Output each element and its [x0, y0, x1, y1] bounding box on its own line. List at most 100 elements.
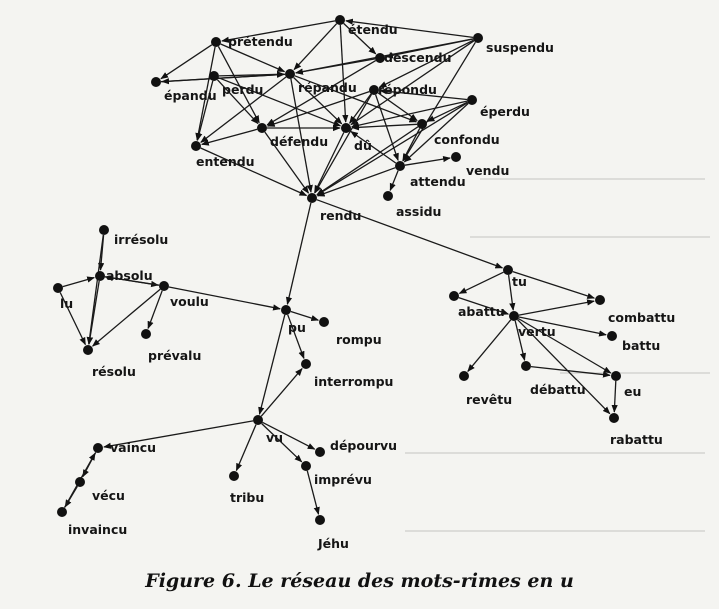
- edge-etendu-repandu: [293, 23, 338, 71]
- node-label-prevalu: prévalu: [148, 348, 201, 363]
- edge-absolu-resolu: [87, 280, 100, 345]
- node-pu: [281, 305, 291, 315]
- edge-perdu-du: [218, 77, 342, 127]
- node-combattu: [595, 295, 605, 305]
- edge-eperdu-attendu: [403, 102, 469, 163]
- node-descendu: [375, 53, 385, 63]
- edge-vertu-revetu: [467, 319, 512, 372]
- node-label-rompu: rompu: [336, 332, 382, 347]
- background-text-shadow: [470, 236, 710, 238]
- edge-vertu-combattu: [518, 299, 595, 316]
- node-prevalu: [141, 329, 151, 339]
- edge-eperdu-rendu: [316, 102, 469, 196]
- edge-vertu-battu: [518, 316, 607, 337]
- edge-repandu-epandu: [161, 73, 286, 85]
- node-label-battu: battu: [622, 338, 660, 353]
- edge-repandu-du: [293, 77, 343, 125]
- node-label-combattu: combattu: [608, 310, 675, 325]
- node-label-abattu: abattu: [458, 304, 505, 319]
- node-suspendu: [473, 33, 483, 43]
- node-label-descendu: descendu: [384, 50, 452, 65]
- node-label-imprevu: imprévu: [314, 472, 372, 487]
- background-text-shadow: [405, 530, 705, 532]
- node-label-epandu: épandu: [164, 88, 217, 103]
- edge-perdu-repandu: [218, 71, 285, 78]
- node-vecu: [75, 477, 85, 487]
- edge-perdu-defendu: [216, 79, 259, 125]
- node-imprevu: [301, 461, 311, 471]
- node-label-revetu: revêtu: [466, 392, 512, 407]
- edge-defendu-entendu: [201, 128, 258, 146]
- node-du: [341, 123, 351, 133]
- node-invaincu: [57, 507, 67, 517]
- edge-suspendu-du: [350, 40, 475, 126]
- node-label-resolu: résolu: [92, 364, 136, 379]
- edge-vertu-debattu: [514, 320, 527, 361]
- node-debattu: [521, 361, 531, 371]
- edge-suspendu-etendu: [345, 18, 474, 39]
- node-label-voulu: voulu: [170, 294, 209, 309]
- edge-repandu-rendu: [290, 78, 313, 193]
- node-label-attendu: attendu: [410, 174, 466, 189]
- edge-pretendu-entendu: [195, 46, 216, 141]
- node-label-depourvu: dépourvu: [330, 438, 397, 453]
- node-label-eu: eu: [624, 384, 641, 399]
- edge-attendu-rendu: [316, 167, 396, 197]
- edge-eu-rabattu: [611, 380, 618, 413]
- node-label-du: dû: [354, 138, 372, 153]
- node-vu: [253, 415, 263, 425]
- node-label-interrompu: interrompu: [314, 374, 393, 389]
- edge-etendu-du: [339, 24, 349, 123]
- node-rabattu: [609, 413, 619, 423]
- edge-voulu-prevalu: [147, 290, 163, 330]
- node-interrompu: [301, 359, 311, 369]
- edge-vertu-rabattu: [517, 319, 611, 415]
- node-label-pu: pu: [288, 320, 306, 335]
- node-assidu: [383, 191, 393, 201]
- edge-confondu-rendu: [316, 126, 419, 196]
- node-repondu: [369, 85, 379, 95]
- background-text-shadow: [560, 372, 710, 374]
- edge-rendu-tu: [316, 199, 504, 269]
- edge-repondu-confondu: [377, 92, 418, 122]
- node-battu: [607, 331, 617, 341]
- node-defendu: [257, 123, 267, 133]
- node-label-etendu: étendu: [348, 22, 398, 37]
- edge-rendu-pu: [285, 202, 312, 305]
- node-confondu: [417, 119, 427, 129]
- node-label-debattu: débattu: [530, 382, 586, 397]
- edge-irresolu-resolu: [86, 234, 104, 345]
- node-label-vecu: vécu: [92, 488, 125, 503]
- edge-tu-vertu: [507, 274, 516, 311]
- edge-vu-imprevu: [261, 423, 303, 463]
- edge-vu-vaincu: [103, 420, 254, 449]
- node-rendu: [307, 193, 317, 203]
- edge-lu-resolu: [59, 292, 86, 346]
- edge-imprevu-jehu: [306, 470, 320, 515]
- edge-repandu-entendu: [200, 76, 287, 143]
- edge-vertu-eu: [517, 317, 612, 374]
- node-entendu: [191, 141, 201, 151]
- node-label-assidu: assidu: [396, 204, 441, 219]
- node-label-perdu: perdu: [222, 82, 263, 97]
- node-label-repandu: répandu: [298, 80, 357, 95]
- node-voulu: [159, 281, 169, 291]
- edge-vu-tribu: [235, 424, 257, 472]
- edge-voulu-resolu: [92, 288, 161, 347]
- edge-repondu-defendu: [266, 90, 370, 127]
- node-pretendu: [211, 37, 221, 47]
- edge-entendu-rendu: [200, 147, 308, 197]
- edge-attendu-du: [350, 130, 397, 164]
- node-eperdu: [467, 95, 477, 105]
- edge-vu-depourvu: [262, 421, 316, 450]
- node-etendu: [335, 15, 345, 25]
- node-label-irresolu: irrésolu: [114, 232, 168, 247]
- edge-descendu-repandu: [295, 58, 376, 75]
- node-jehu: [315, 515, 325, 525]
- edge-eperdu-confondu: [426, 101, 468, 122]
- edge-tu-combattu: [512, 270, 596, 299]
- edge-repondu-rendu: [314, 93, 373, 194]
- nodes-layer: [53, 15, 621, 525]
